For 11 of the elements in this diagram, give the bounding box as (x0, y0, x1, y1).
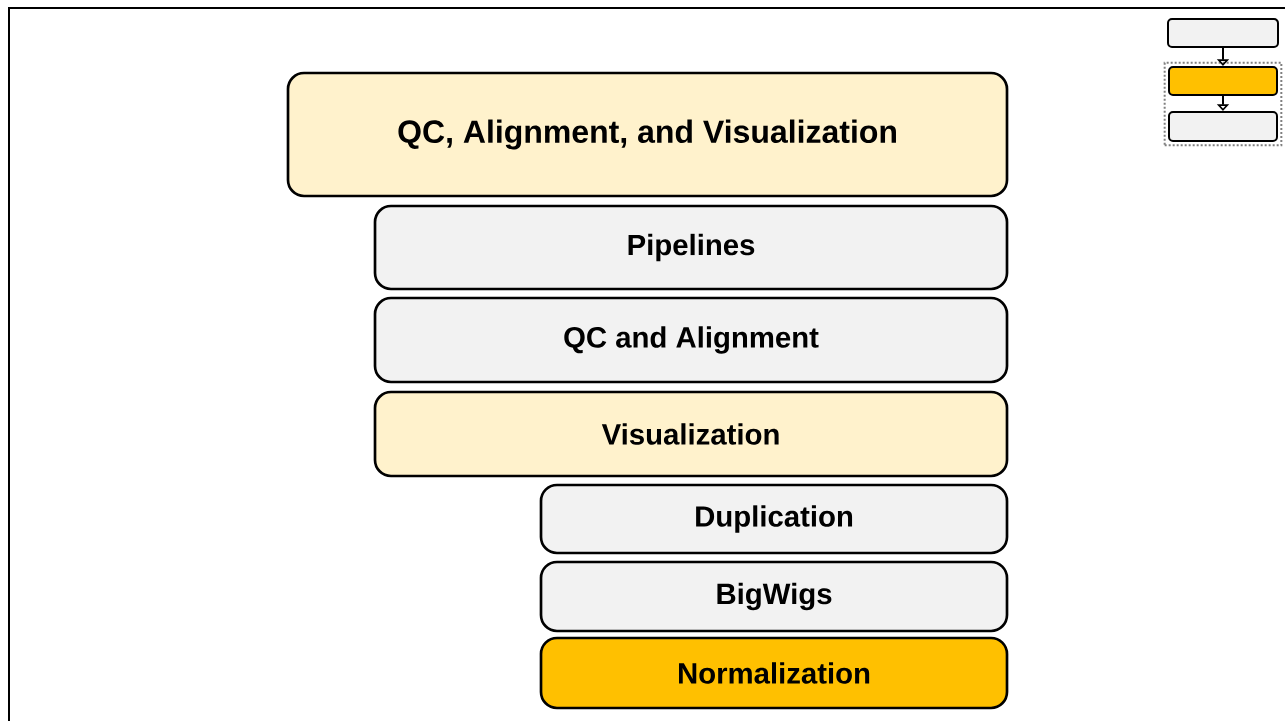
process-box: BigWigs (539, 560, 1009, 633)
dotted-group-box (1163, 61, 1283, 147)
process-box: Visualization (373, 390, 1009, 478)
process-box: Duplication (539, 483, 1009, 555)
process-box: Pipelines (373, 204, 1009, 291)
title-box: QC, Alignment, and Visualization (286, 71, 1009, 198)
mini-box (1168, 111, 1278, 142)
mini-box (1168, 66, 1278, 96)
process-box: Normalization (539, 636, 1009, 710)
mini-box (1167, 18, 1279, 48)
process-box: QC and Alignment (373, 296, 1009, 384)
